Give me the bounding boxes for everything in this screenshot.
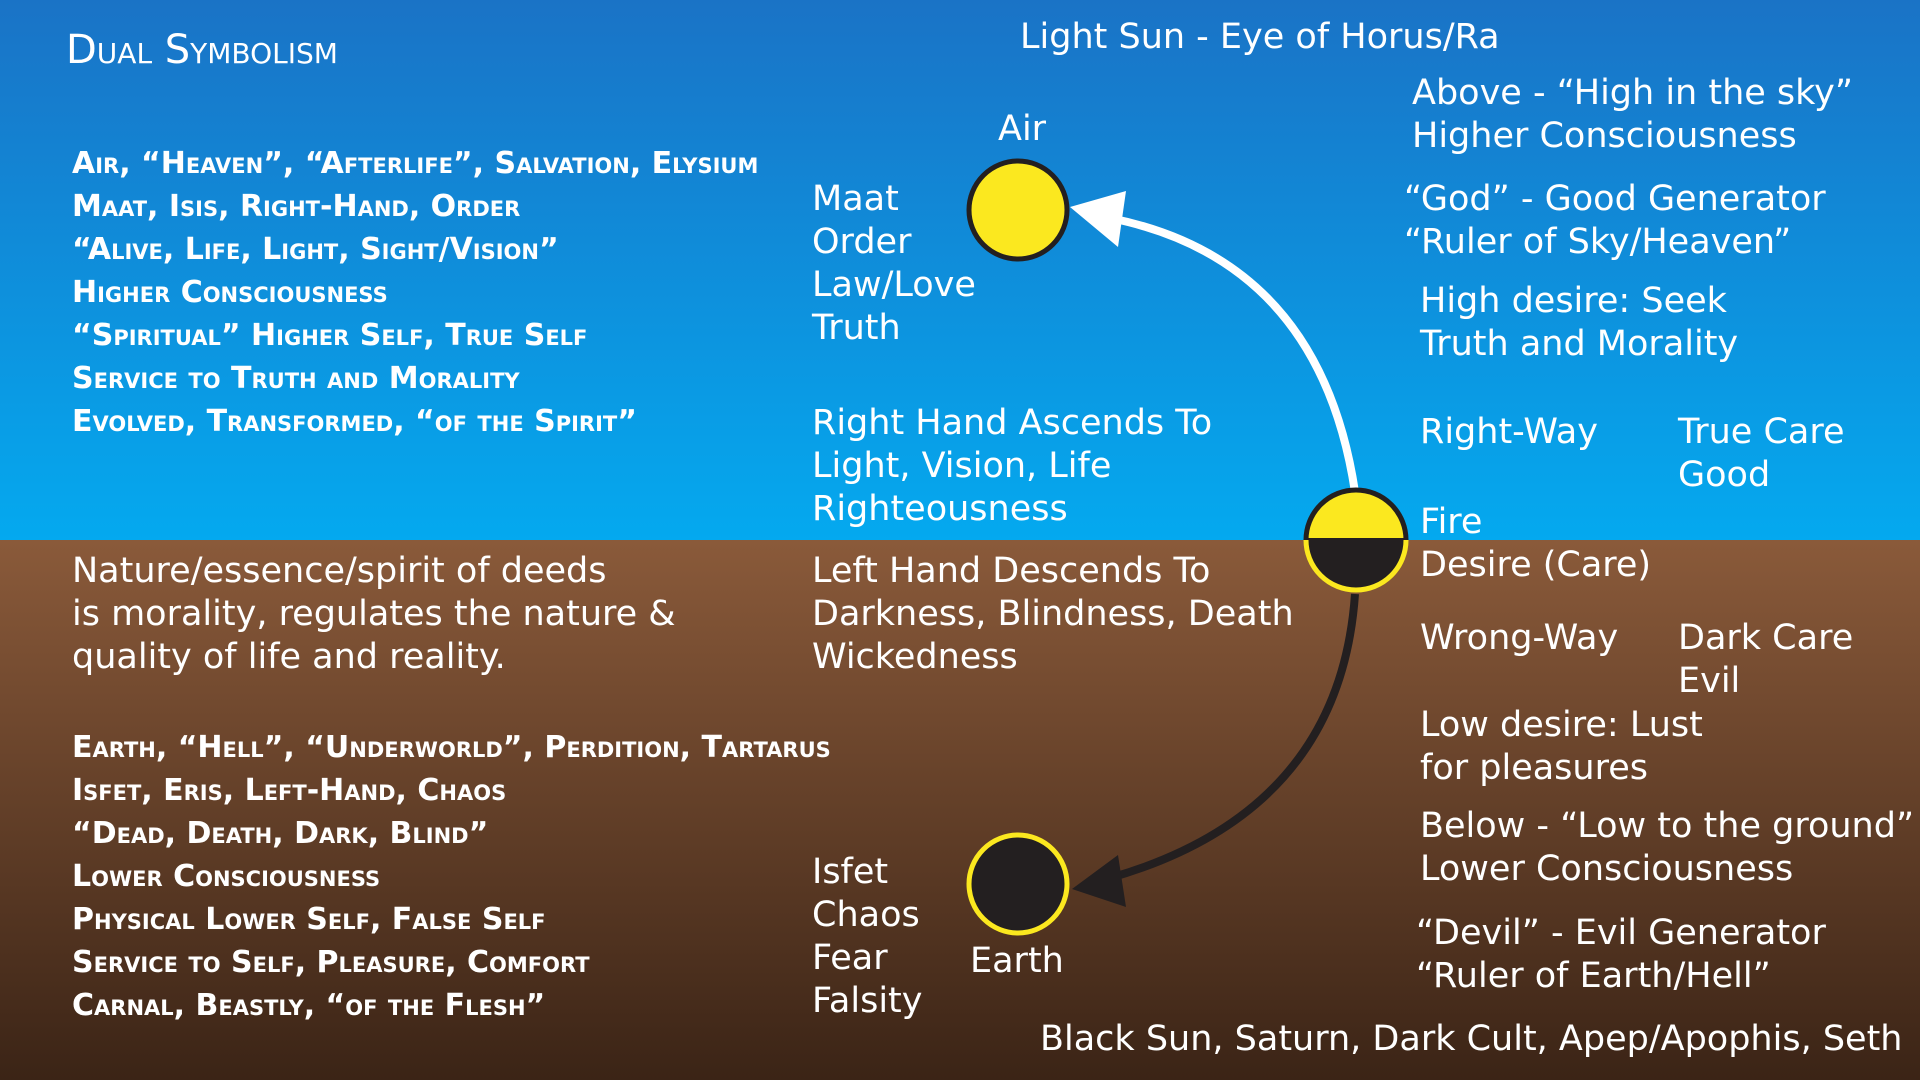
sky-background [0, 0, 1920, 540]
above-list-item: Air, “Heaven”, “Afterlife”, Salvation, E… [72, 146, 759, 181]
above-line: Above - “High in the sky” [1412, 73, 1854, 113]
isfet-word: Fear [812, 938, 888, 978]
ground-background [0, 540, 1920, 1080]
devil-line: “Devil” - Evil Generator [1416, 913, 1826, 953]
descends-line: Darkness, Blindness, Death [812, 594, 1294, 634]
high-desire-line: High desire: Seek [1420, 281, 1727, 321]
above-line: Higher Consciousness [1412, 116, 1797, 156]
nature-of-deeds: Nature/essence/spirit of deeds is morali… [72, 550, 676, 679]
descending-arrowhead [1072, 855, 1126, 907]
fire-label: Fire [1420, 502, 1483, 542]
isfet-words: Isfet Chaos Fear Falsity [812, 851, 923, 1023]
right-way-label: Right-Way [1420, 412, 1598, 452]
dark-care-line: Evil [1678, 661, 1741, 701]
below-list-item: Service to Self, Pleasure, Comfort [72, 945, 590, 980]
below-list-item: Physical Lower Self, False Self [72, 902, 546, 937]
nature-line: quality of life and reality. [72, 637, 506, 677]
above-list-item: Maat, Isis, Right-Hand, Order [72, 189, 521, 224]
fire-half-sun [1303, 487, 1409, 593]
left-hand-descends: Left Hand Descends To Darkness, Blindnes… [812, 550, 1294, 679]
isfet-word: Chaos [812, 895, 920, 935]
below-line: Lower Consciousness [1420, 849, 1794, 889]
ascends-line: Light, Vision, Life [812, 446, 1112, 486]
god-good-generator: “God” - Good Generator “Ruler of Sky/Hea… [1404, 178, 1826, 264]
above-list-item: “Spiritual” Higher Self, True Self [72, 318, 588, 353]
maat-word: Maat [812, 179, 899, 219]
high-desire-line: Truth and Morality [1420, 324, 1739, 364]
isfet-word: Isfet [812, 852, 889, 892]
air-sun [966, 158, 1070, 262]
above-list-item: Evolved, Transformed, “of the Spirit” [72, 404, 637, 439]
descends-line: Wickedness [812, 637, 1018, 677]
nature-line: Nature/essence/spirit of deeds [72, 551, 607, 591]
maat-words: Maat Order Law/Love Truth [812, 178, 976, 350]
low-desire-line: for pleasures [1420, 748, 1648, 788]
wrong-way-label: Wrong-Way [1420, 618, 1619, 658]
below-list-item: Carnal, Beastly, “of the Flesh” [72, 988, 546, 1023]
ascends-line: Right Hand Ascends To [812, 403, 1213, 443]
desire-care-label: Desire (Care) [1420, 545, 1652, 585]
isfet-word: Falsity [812, 981, 923, 1021]
above-attributes-list: Air, “Heaven”, “Afterlife”, Salvation, E… [72, 142, 758, 443]
maat-word: Order [812, 222, 912, 262]
above-high-in-sky: Above - “High in the sky” Higher Conscio… [1412, 72, 1853, 158]
air-label: Air [998, 109, 1047, 149]
ascending-arrowhead [1070, 191, 1126, 247]
below-list-item: Lower Consciousness [72, 859, 381, 894]
black-sun-footer: Black Sun, Saturn, Dark Cult, Apep/Apoph… [1040, 1019, 1903, 1059]
god-line: “God” - Good Generator [1404, 179, 1826, 219]
below-list-item: Isfet, Eris, Left-Hand, Chaos [72, 773, 507, 808]
dark-care-evil: Dark Care Evil [1678, 617, 1853, 703]
above-list-item: “Alive, Life, Light, Sight/Vision” [72, 232, 559, 267]
true-care-good: True Care Good [1678, 411, 1845, 497]
descending-arrow [1108, 593, 1359, 882]
true-care-line: Good [1678, 455, 1771, 495]
true-care-line: True Care [1678, 412, 1845, 452]
right-hand-ascends: Right Hand Ascends To Light, Vision, Lif… [812, 402, 1212, 531]
low-desire-line: Low desire: Lust [1420, 705, 1703, 745]
high-desire: High desire: Seek Truth and Morality [1420, 280, 1738, 366]
below-line: Below - “Low to the ground” [1420, 806, 1915, 846]
nature-line: is morality, regulates the nature & [72, 594, 676, 634]
below-attributes-list: Earth, “Hell”, “Underworld”, Perdition, … [72, 726, 831, 1027]
maat-word: Truth [812, 308, 901, 348]
earth-sun [966, 832, 1070, 936]
light-sun-header: Light Sun - Eye of Horus/Ra [1020, 17, 1500, 57]
ascending-arrow [1109, 214, 1359, 493]
devil-evil-generator: “Devil” - Evil Generator “Ruler of Earth… [1416, 912, 1826, 998]
god-line: “Ruler of Sky/Heaven” [1404, 222, 1792, 262]
below-list-item: Earth, “Hell”, “Underworld”, Perdition, … [72, 730, 831, 765]
below-low-to-ground: Below - “Low to the ground” Lower Consci… [1420, 805, 1914, 891]
above-list-item: Service to Truth and Morality [72, 361, 520, 396]
above-list-item: Higher Consciousness [72, 275, 388, 310]
ascends-line: Righteousness [812, 489, 1068, 529]
devil-line: “Ruler of Earth/Hell” [1416, 956, 1771, 996]
maat-word: Law/Love [812, 265, 976, 305]
earth-label: Earth [970, 941, 1064, 981]
page-title: Dual Symbolism [66, 27, 338, 73]
below-list-item: “Dead, Death, Dark, Blind” [72, 816, 489, 851]
descends-line: Left Hand Descends To [812, 551, 1211, 591]
dark-care-line: Dark Care [1678, 618, 1854, 658]
low-desire: Low desire: Lust for pleasures [1420, 704, 1703, 790]
